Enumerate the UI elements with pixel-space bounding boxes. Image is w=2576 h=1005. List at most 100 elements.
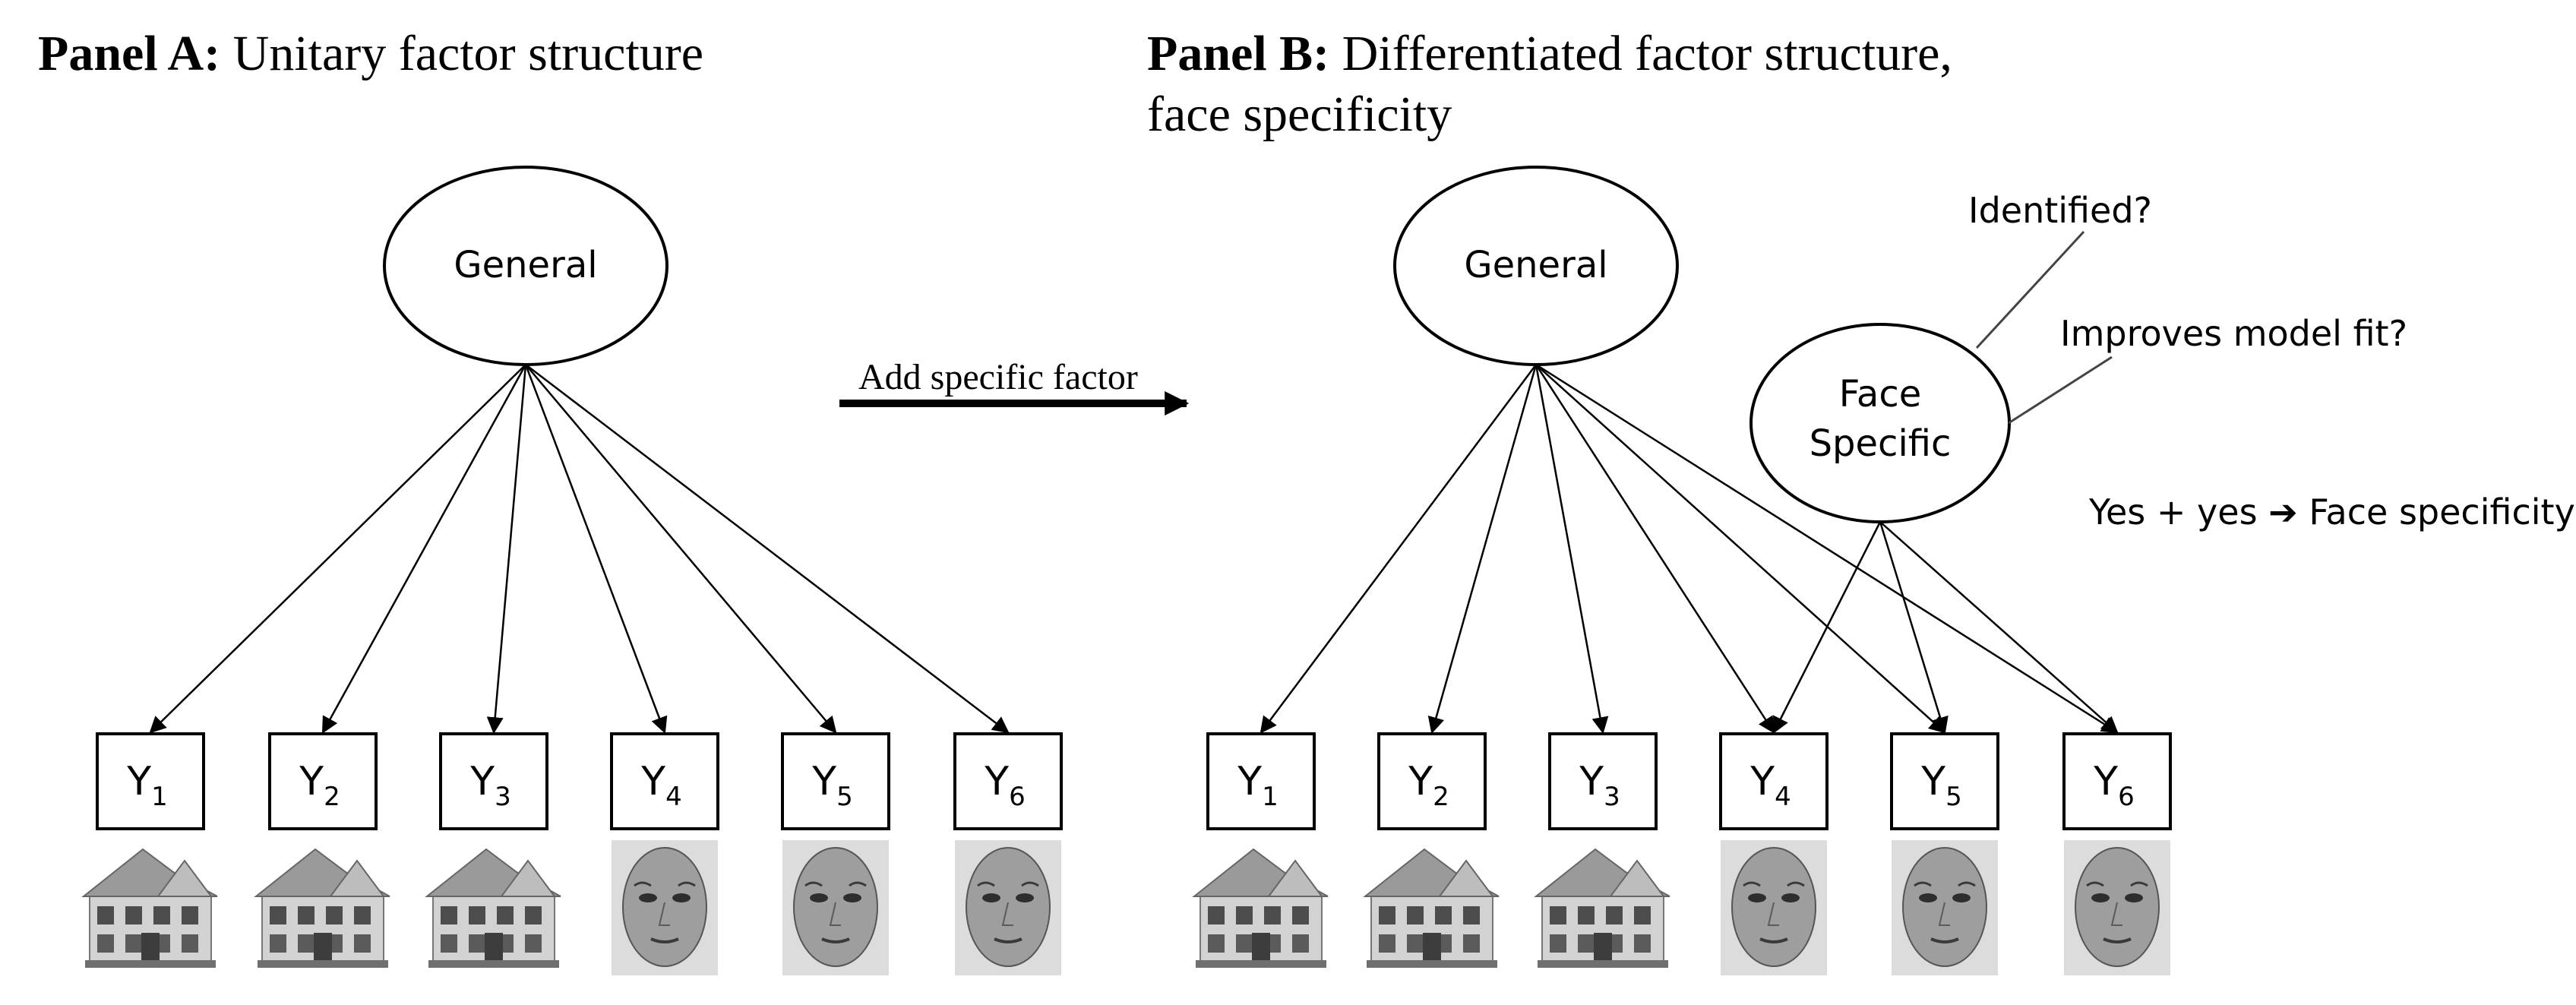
face-mouth xyxy=(994,937,1022,943)
panel-a-general-to-y2-path xyxy=(321,364,527,734)
face-mouth xyxy=(821,937,850,943)
panel-a-indicator-y3-label: Y3 xyxy=(469,759,510,812)
house-window xyxy=(270,906,286,924)
indicator-letter: Y xyxy=(1579,759,1604,804)
panel-b-y4-face-icon xyxy=(1721,840,1827,975)
face-brows xyxy=(634,881,696,887)
panel-b-indicator-y6-box xyxy=(2062,732,2172,830)
conclusion-text: Yes + yes ➔ Face specificity xyxy=(2088,491,2575,533)
panel-a-indicator-y4-label: Y4 xyxy=(640,759,681,812)
house-ground xyxy=(428,960,559,968)
indicator-subscript: 2 xyxy=(324,782,340,812)
house-window xyxy=(354,934,371,953)
house-window xyxy=(1236,906,1253,924)
panel-a-title: Panel A: Unitary factor structure xyxy=(38,26,703,81)
house-gable xyxy=(329,859,385,897)
indicator-subscript: 2 xyxy=(1433,782,1449,812)
panel-a-indicator-y2-label: Y2 xyxy=(299,759,340,812)
panel-b-general-label: General xyxy=(1464,244,1607,286)
indicator-letter: Y xyxy=(299,759,324,804)
house-window xyxy=(298,906,314,924)
house-window xyxy=(525,906,542,924)
panel-a-indicator-y1-label: Y1 xyxy=(126,759,167,812)
house-window xyxy=(1606,906,1623,924)
face-eye-right xyxy=(1016,893,1034,902)
face-eye-right xyxy=(672,893,691,902)
panel-b-indicator-y1-box xyxy=(1206,732,1316,830)
house-door xyxy=(141,933,160,963)
panel-b-title-line2: face specificity xyxy=(1147,87,1452,142)
indicator-letter: Y xyxy=(469,759,495,804)
indicator-subscript: 4 xyxy=(1775,782,1791,812)
panel-b-indicator-y4-box xyxy=(1719,732,1828,830)
face-eye-right xyxy=(1952,893,1971,902)
indicator-subscript: 1 xyxy=(1262,782,1279,812)
face-nose xyxy=(658,902,670,926)
panel-b-general-to-y1-path xyxy=(1260,364,1538,734)
house-gable xyxy=(500,859,556,897)
face-brows xyxy=(1743,881,1805,887)
face-specific-label-line2: Specific xyxy=(1810,422,1952,465)
house-window xyxy=(1578,906,1595,924)
panel-b-indicator-y3-box xyxy=(1548,732,1658,830)
panel-b-title: Panel B: Differentiated factor structure… xyxy=(1147,26,1952,81)
house-gable xyxy=(1609,859,1665,897)
house-gable xyxy=(156,859,213,897)
house-door xyxy=(314,933,332,963)
house-window xyxy=(469,906,485,924)
indicator-subscript: 3 xyxy=(1604,782,1620,812)
fit-leader-line xyxy=(2008,356,2113,425)
house-window xyxy=(525,934,542,953)
house-window xyxy=(97,934,114,953)
face-specific-label-line1: Face xyxy=(1839,373,1922,416)
add-specific-factor-label: Add specific factor xyxy=(858,357,1138,397)
face-eye-right xyxy=(843,893,861,902)
indicator-letter: Y xyxy=(1237,759,1262,804)
house-gable xyxy=(1267,859,1323,897)
house-window xyxy=(1634,906,1651,924)
panel-b-general-to-y2-path xyxy=(1427,364,1538,735)
house-window xyxy=(1208,906,1225,924)
conclusion-arrow-icon: ➔ xyxy=(2268,491,2298,533)
house-window xyxy=(1379,934,1395,953)
panel-a-general-to-y3-path xyxy=(486,364,527,735)
house-window xyxy=(441,906,457,924)
panel-a-indicator-y1-box xyxy=(96,732,205,830)
panel-a-indicator-y2-box xyxy=(268,732,378,830)
indicator-letter: Y xyxy=(984,759,1009,804)
face-eye-right xyxy=(1781,893,1800,902)
panel-b-indicator-y4-label: Y4 xyxy=(1749,759,1791,812)
house-window xyxy=(326,906,343,924)
house-window xyxy=(497,906,514,924)
stimulus-pictures xyxy=(81,840,2170,975)
face-eye-right xyxy=(2125,893,2143,902)
panel-a-y4-face-icon xyxy=(612,840,718,975)
indicator-subscript: 1 xyxy=(151,782,168,812)
indicator-letter: Y xyxy=(1920,759,1945,804)
face-brows xyxy=(2086,881,2148,887)
house-window xyxy=(1236,934,1253,953)
house-door xyxy=(485,933,503,963)
indicator-letter: Y xyxy=(1749,759,1775,804)
indicator-letter: Y xyxy=(811,759,836,804)
face-specific-to-y6-path xyxy=(1879,521,2119,734)
panel-b-indicator-y2-label: Y2 xyxy=(1408,759,1449,812)
house-window xyxy=(1407,906,1424,924)
face-eye-left xyxy=(639,893,657,902)
panel-b-general-to-y4-path xyxy=(1535,364,1775,734)
panel-a-general-to-y1-path xyxy=(149,364,526,734)
face-mouth xyxy=(1930,937,1959,943)
face-nose xyxy=(1938,902,1950,926)
indicator-letter: Y xyxy=(126,759,151,804)
face-eye-left xyxy=(1919,893,1937,902)
house-window xyxy=(1292,934,1309,953)
panel-b-indicator-y6-label: Y6 xyxy=(2093,759,2134,812)
conclusion-right: Face specificity xyxy=(2298,491,2575,533)
face-outline xyxy=(966,847,1051,967)
panel-a-description: Unitary factor structure xyxy=(220,26,703,81)
panel-a-general-to-y5-path xyxy=(525,364,837,734)
question-fit: Improves model fit? xyxy=(2060,313,2407,354)
panel-b-description: Differentiated factor structure, xyxy=(1329,26,1952,81)
panel-a-y2-house-icon xyxy=(254,848,390,968)
